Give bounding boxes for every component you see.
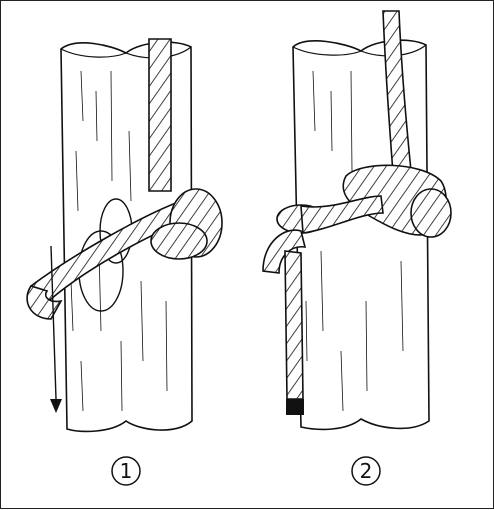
step-2-illustration <box>263 11 451 429</box>
pole-2 <box>293 40 429 429</box>
step-2-badge: 2 <box>352 457 380 485</box>
step-1-number: 1 <box>120 459 133 483</box>
step-1-illustration <box>27 39 222 431</box>
rope-whipping-2 <box>286 399 304 415</box>
rope-standing-part-1 <box>149 39 171 191</box>
rope-hanging-end-2 <box>285 251 303 399</box>
step-2-number: 2 <box>360 459 373 483</box>
step-1-badge: 1 <box>112 457 140 485</box>
